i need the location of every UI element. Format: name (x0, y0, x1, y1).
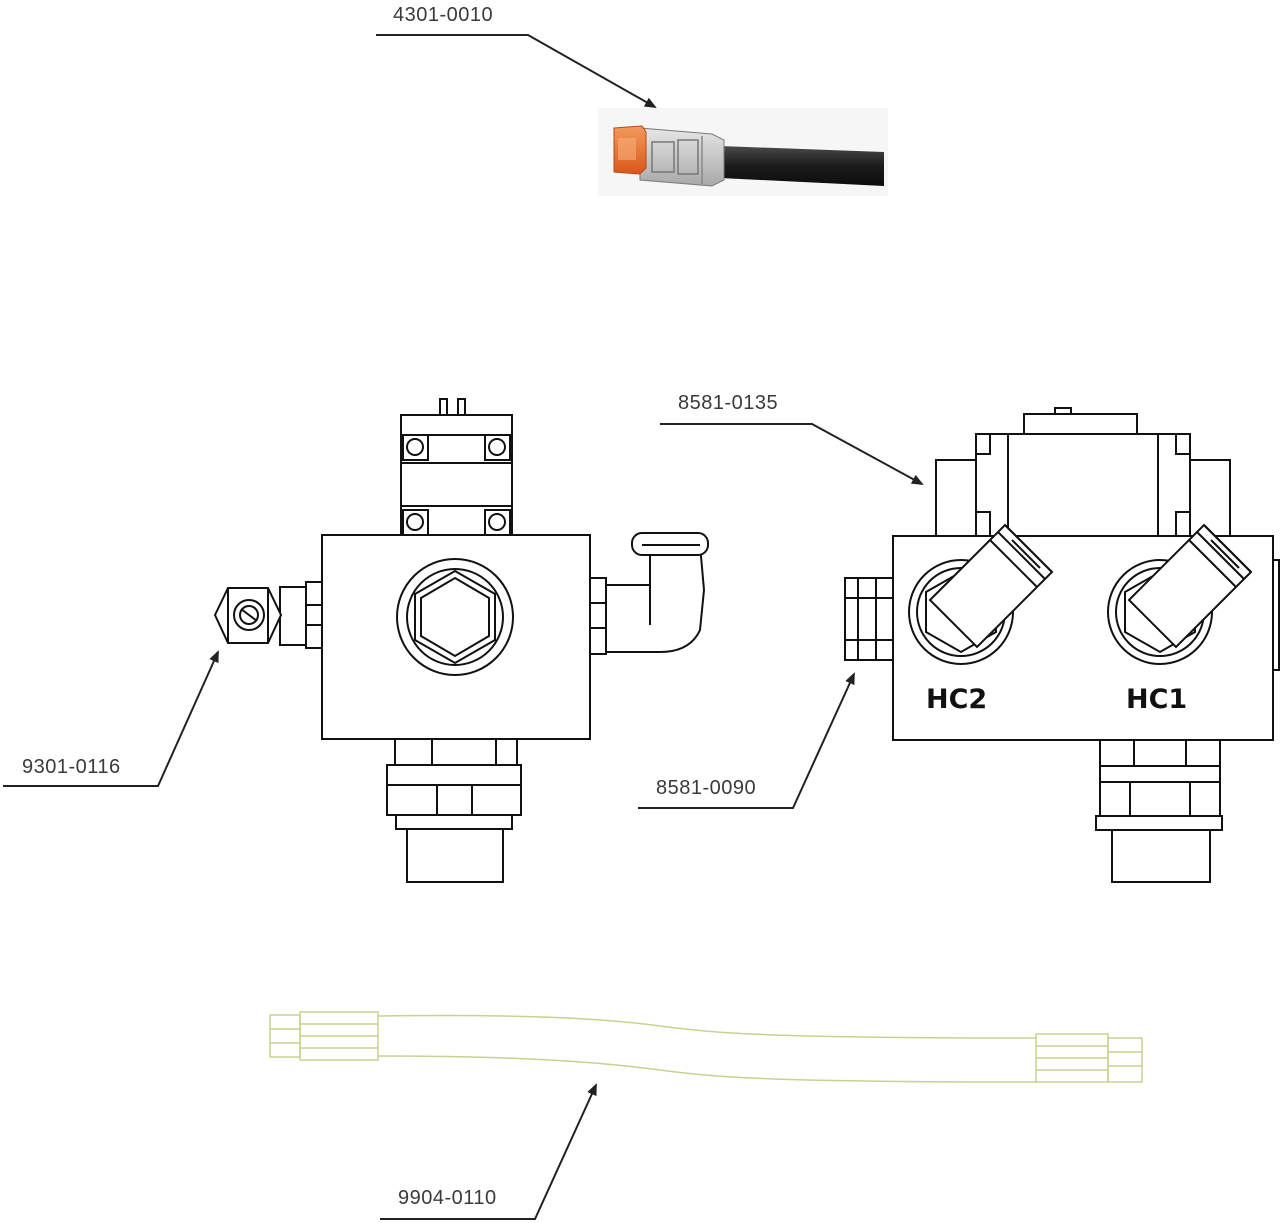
manifold-side-view (213, 398, 709, 883)
port-label-hc2: HC2 (926, 684, 987, 715)
label-hose: 9904-0110 (398, 1187, 497, 1209)
connector-image (598, 108, 888, 196)
port-label-hc1: HC1 (1126, 684, 1187, 715)
label-fitting: 9301-0116 (22, 756, 121, 778)
label-connector: 4301-0010 (393, 4, 494, 26)
leader-port-fitting (638, 672, 855, 809)
label-valve: 8581-0135 (678, 392, 779, 414)
leader-connector (376, 34, 657, 108)
leader-valve (660, 423, 924, 485)
hose-drawing (269, 1011, 1143, 1083)
leader-hose (380, 1083, 597, 1220)
label-port-fitting: 8581-0090 (656, 777, 757, 799)
manifold-front-view (844, 407, 1280, 883)
leader-fitting (3, 650, 219, 787)
